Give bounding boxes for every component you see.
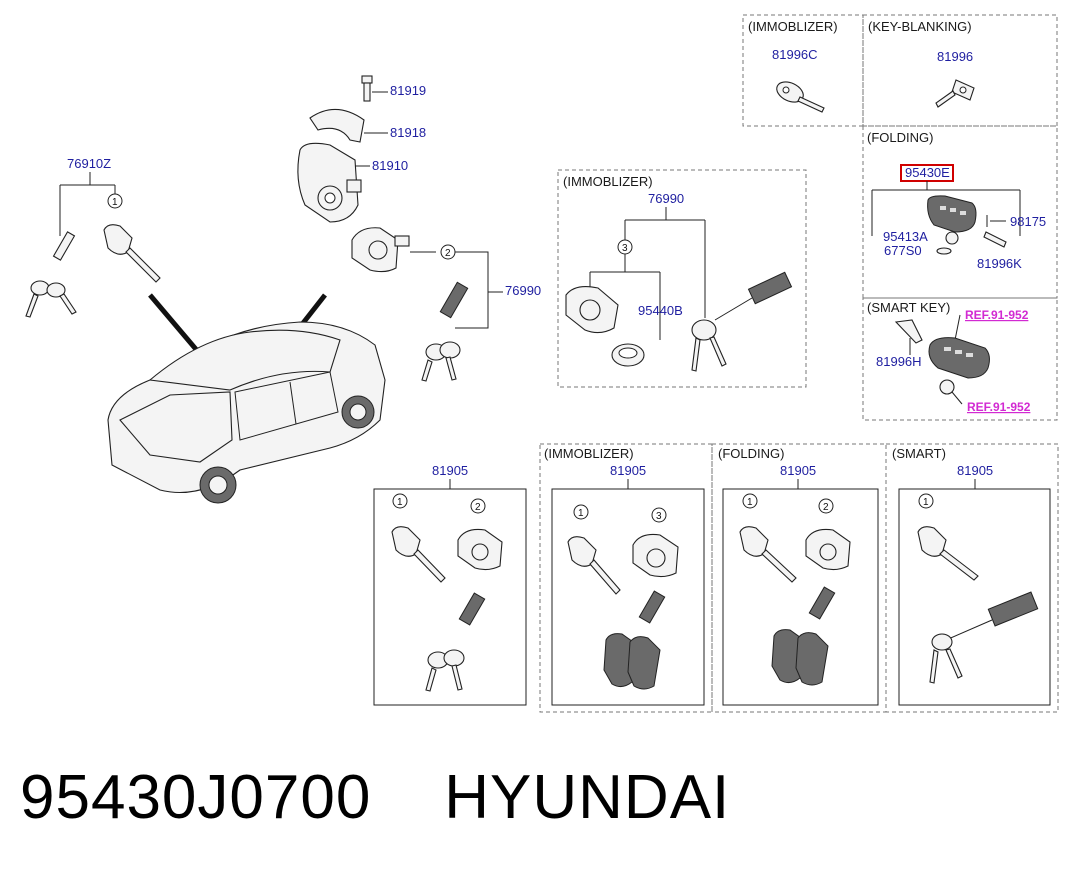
vehicle-illustration	[107, 293, 386, 504]
battery-icon	[945, 231, 959, 245]
door-cylinder-icon-a	[391, 526, 446, 583]
section-smart-key: (SMART KEY)	[867, 300, 950, 315]
callout-2-circle-d	[818, 498, 834, 514]
label-81905-c[interactable]: 81905	[780, 463, 816, 478]
footer-part-number: 95430J0700	[20, 763, 372, 832]
section-immobilizer-bottom: (IMMOBLIZER)	[544, 446, 634, 461]
label-81905-d[interactable]: 81905	[957, 463, 993, 478]
folding-key-fob-icon	[927, 195, 977, 233]
callout-1-circle-a	[107, 193, 123, 209]
smart-key-tag-icon	[929, 591, 1039, 684]
ignition-switch-icon	[351, 227, 410, 273]
label-677S0[interactable]: 677S0	[884, 243, 922, 258]
key-blanking-box	[862, 14, 1058, 127]
label-76990-assembly[interactable]: 76990	[505, 283, 541, 298]
folding-box	[862, 125, 1058, 299]
ref-smart-key-1[interactable]: REF.91-952	[965, 308, 1029, 322]
folding-keys-icon-c	[771, 586, 836, 686]
callout-1-text-d: 1	[747, 497, 753, 508]
callout-1-text-e: 1	[923, 497, 929, 508]
ignition-icon-a	[457, 528, 503, 571]
label-95440B[interactable]: 95440B	[638, 303, 683, 318]
label-81905-a[interactable]: 81905	[432, 463, 468, 478]
callout-2-circle-b	[470, 498, 486, 514]
callout-1-text-b: 1	[397, 497, 403, 508]
callout-2-text-b: 2	[475, 502, 481, 513]
callout-3-circle-b	[651, 507, 667, 523]
label-76990-box[interactable]: 76990	[648, 191, 684, 206]
section-key-blanking: (KEY-BLANKING)	[868, 19, 972, 34]
callout-1-circle-c	[573, 504, 589, 520]
ignition-lock-body-icon	[297, 142, 362, 223]
label-95413A[interactable]: 95413A	[883, 229, 928, 244]
immobilizer-key-icon	[691, 271, 793, 372]
immobilizer-mid-box	[557, 169, 807, 388]
bracket-icon	[309, 108, 365, 143]
callout-1-circle-e	[918, 493, 934, 509]
callout-1-text-a: 1	[112, 197, 118, 208]
folding-blade-icon	[983, 231, 1007, 248]
callout-3-text: 3	[622, 243, 628, 254]
section-smart-bottom: (SMART)	[892, 446, 946, 461]
callout-1-circle-b	[392, 493, 408, 509]
callout-3-text-b: 3	[656, 511, 662, 522]
label-81918[interactable]: 81918	[390, 125, 426, 140]
callout-2-text: 2	[445, 248, 451, 259]
smart-battery-icon	[939, 379, 955, 395]
footer-caption: 95430J0700 HYUNDAI	[20, 762, 730, 833]
ignition-icon-c	[805, 528, 851, 571]
section-immobilizer-top: (IMMOBLIZER)	[748, 19, 838, 34]
label-98175[interactable]: 98175	[1010, 214, 1046, 229]
antenna-coil-icon	[611, 343, 645, 367]
smart-emergency-key-icon	[894, 319, 923, 344]
screw-icon	[361, 75, 373, 102]
ref-smart-key-2[interactable]: REF.91-952	[967, 400, 1031, 414]
callout-2-text-d: 2	[823, 502, 829, 513]
key-set-box-c	[722, 488, 879, 706]
door-cylinder-icon-d	[917, 526, 979, 581]
keys-icon-a	[425, 592, 486, 692]
section-folding-bottom: (FOLDING)	[718, 446, 784, 461]
section-immobilizer-mid: (IMMOBLIZER)	[563, 174, 653, 189]
label-76910Z[interactable]: 76910Z	[67, 156, 111, 171]
smart-bottom-frame	[885, 443, 1059, 713]
callout-1-text-c: 1	[578, 508, 584, 519]
smart-key-box	[862, 297, 1058, 421]
label-81996[interactable]: 81996	[937, 49, 973, 64]
label-81919[interactable]: 81919	[390, 83, 426, 98]
label-95430E[interactable]: 95430E	[905, 165, 950, 180]
label-81996K[interactable]: 81996K	[977, 256, 1022, 271]
callout-1-circle-d	[742, 493, 758, 509]
label-81910[interactable]: 81910	[372, 158, 408, 173]
door-cylinder-icon-b	[567, 536, 621, 595]
seal-icon	[936, 247, 952, 255]
key-set-box-a	[373, 488, 527, 706]
blank-key-icon	[776, 81, 825, 113]
smart-key-fob-icon	[928, 337, 990, 379]
door-lock-cylinder-icon	[103, 224, 161, 283]
label-81996C[interactable]: 81996C	[772, 47, 818, 62]
folding-keys-icon-b	[603, 590, 666, 690]
immobilizer-ignition-icon	[565, 286, 619, 334]
key-set-box-d	[898, 488, 1051, 706]
immobilizer-bottom-frame	[539, 443, 713, 713]
footer-brand: HYUNDAI	[444, 763, 731, 832]
label-81996H[interactable]: 81996H	[876, 354, 922, 369]
ignition-icon-b	[632, 533, 679, 578]
key-with-tag-icon	[421, 281, 469, 382]
key-set-box-b	[551, 488, 705, 706]
label-81905-b[interactable]: 81905	[610, 463, 646, 478]
door-cylinder-icon-c	[739, 526, 797, 583]
section-folding: (FOLDING)	[867, 130, 933, 145]
key-blank-icon	[935, 79, 975, 108]
key-pair-icon	[25, 231, 77, 318]
